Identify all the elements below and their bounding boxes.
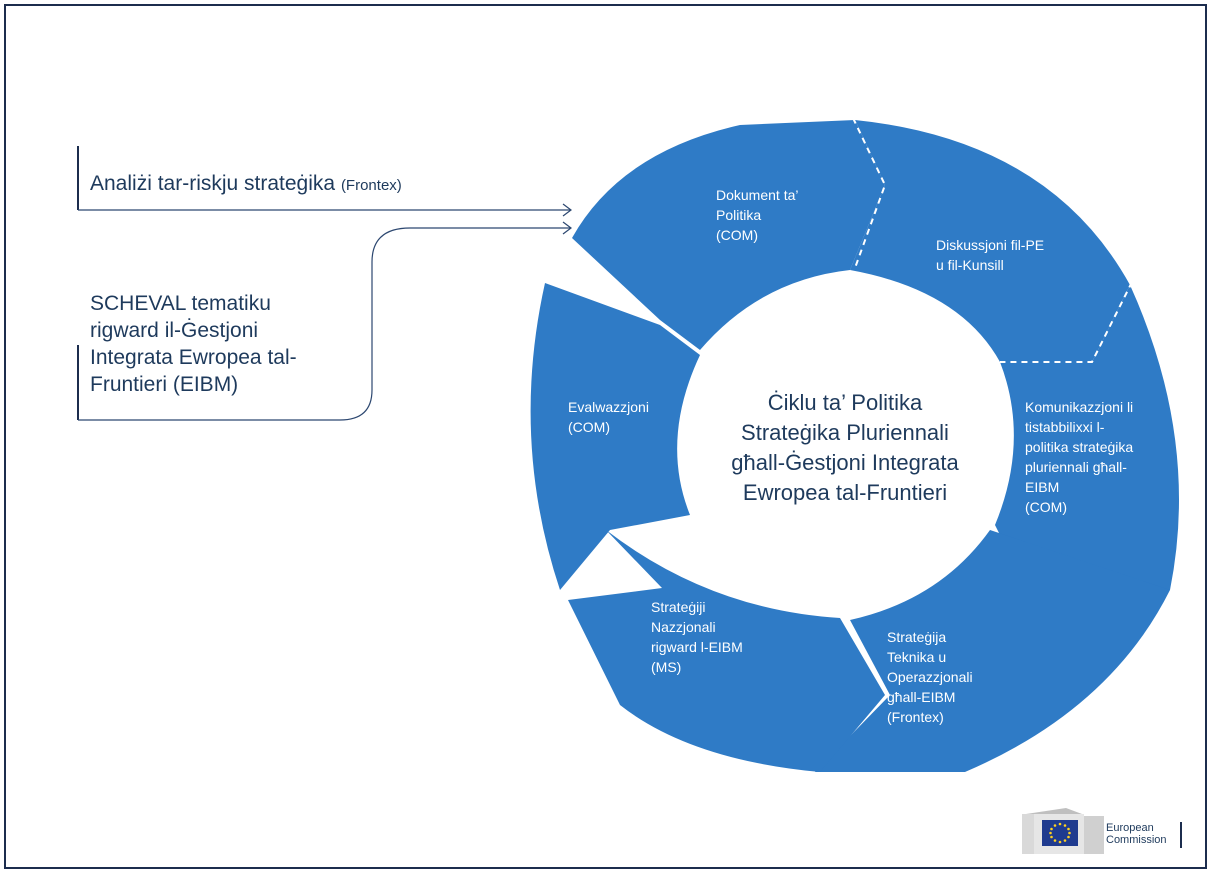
input-risk-analysis-small: (Frontex) (340, 177, 402, 194)
cycle-ring (530, 120, 1179, 772)
input-scheval-line: rigward il-Ġestjoni (90, 319, 259, 342)
label-line: Diskussjoni fil-PE (936, 237, 1044, 253)
segment-strategija-teknika (815, 530, 1170, 772)
label-line: Politika (716, 207, 761, 223)
label-line: Nazzjonali (651, 619, 716, 635)
input-scheval-line: Fruntieri (EIBM) (90, 373, 239, 396)
label-komunikazzjoni: Komunikazzjoni li tistabbilixxi l- polit… (1025, 399, 1133, 515)
label-line: pluriennali għall- (1025, 459, 1127, 475)
input-scheval: SCHEVAL tematiku rigward il-Ġestjoni Int… (90, 290, 297, 398)
label-strategiji-nazzjonali: Strateġiji Nazzjonali rigward l-EIBM (MS… (651, 599, 743, 675)
logo-line: Commission (1106, 834, 1167, 846)
input-scheval-line: Integrata Ewropea tal- (90, 346, 297, 369)
label-line: (COM) (1025, 499, 1067, 515)
label-line: tistabbilixxi l- (1025, 419, 1105, 435)
label-line: Dokument ta’ (716, 187, 798, 203)
label-line: Strateġiji (651, 599, 705, 615)
input-risk-analysis: Analiżi tar-riskju strateġika (Frontex) (90, 170, 402, 199)
arrowhead-1 (562, 203, 572, 217)
segment-evalwazzjoni (530, 283, 700, 590)
logo-divider (1180, 822, 1182, 848)
center-title: Ċiklu ta’ Politika Strateġika Pluriennal… (731, 390, 959, 505)
segment-diskussjoni (850, 120, 1130, 362)
european-commission-wordmark: European Commission (1106, 822, 1167, 846)
dashed-separator-2 (1000, 281, 1133, 363)
label-dokument: Dokument ta’ Politika (COM) (716, 187, 798, 243)
input-scheval-line: SCHEVAL tematiku (90, 292, 271, 315)
center-title-line: għall-Ġestjoni Integrata (731, 450, 959, 475)
input-risk-analysis-main: Analiżi tar-riskju strateġika (90, 172, 336, 195)
segment-strategiji-nazzjonali (568, 530, 885, 772)
label-line: u fil-Kunsill (936, 257, 1004, 273)
dashed-separator-1 (852, 117, 887, 269)
center-title-line: Ċiklu ta’ Politika (768, 390, 923, 415)
label-line: Strateġija (887, 629, 946, 645)
center-title-line: Ewropea tal-Fruntieri (743, 480, 947, 505)
cycle-center (688, 293, 1002, 607)
label-line: Operazzjonali (887, 669, 973, 685)
label-diskussjoni: Diskussjoni fil-PE u fil-Kunsill (936, 237, 1044, 273)
label-line: (Frontex) (887, 709, 944, 725)
center-title-line: Strateġika Pluriennali (741, 420, 949, 445)
label-line: Komunikazzjoni li (1025, 399, 1133, 415)
label-line: (MS) (651, 659, 681, 675)
segment-dokument (572, 120, 885, 350)
segment-komunikazzjoni (995, 285, 1179, 605)
label-line: għall-EIBM (887, 689, 955, 705)
arrowhead-2 (562, 221, 572, 235)
label-line: (COM) (716, 227, 758, 243)
european-commission-logo (1022, 808, 1104, 854)
logo-line: European (1106, 822, 1154, 834)
label-strategija-teknika: Strateġija Teknika u Operazzjonali għall… (887, 629, 973, 725)
label-line: Evalwazzjoni (568, 399, 649, 415)
label-line: Teknika u (887, 649, 946, 665)
label-line: politika strateġika (1025, 439, 1133, 455)
label-line: EIBM (1025, 479, 1059, 495)
label-line: (COM) (568, 419, 610, 435)
label-line: rigward l-EIBM (651, 639, 743, 655)
label-evalwazzjoni: Evalwazzjoni (COM) (568, 399, 649, 435)
arrow-scheval (78, 227, 570, 421)
